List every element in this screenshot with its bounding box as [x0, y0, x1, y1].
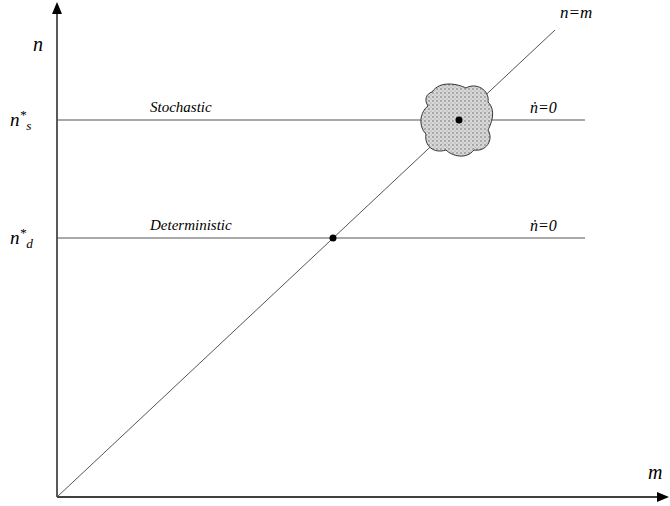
n-axis [56, 12, 57, 497]
level-label: n*s [10, 108, 31, 133]
curve-label: Stochastic [150, 100, 212, 115]
stochastic-line [57, 120, 585, 121]
nullcline-label: ṅ=0 [530, 100, 557, 116]
diagonal-line [57, 30, 555, 497]
equilibrium-dot [456, 117, 463, 124]
deterministic-line [57, 238, 585, 239]
nullcline-label: ṅ=0 [530, 218, 557, 234]
axis-arrow [657, 492, 669, 502]
axis-label: n [33, 34, 43, 54]
stochastic-cloud [421, 84, 493, 156]
equilibrium-dot [330, 235, 337, 242]
curve-label: Deterministic [150, 218, 232, 233]
line-label: n=m [560, 4, 592, 21]
axis-label: m [648, 462, 662, 482]
level-label: n*d [10, 226, 33, 251]
axis-arrow [52, 2, 62, 14]
m-axis [57, 496, 658, 497]
